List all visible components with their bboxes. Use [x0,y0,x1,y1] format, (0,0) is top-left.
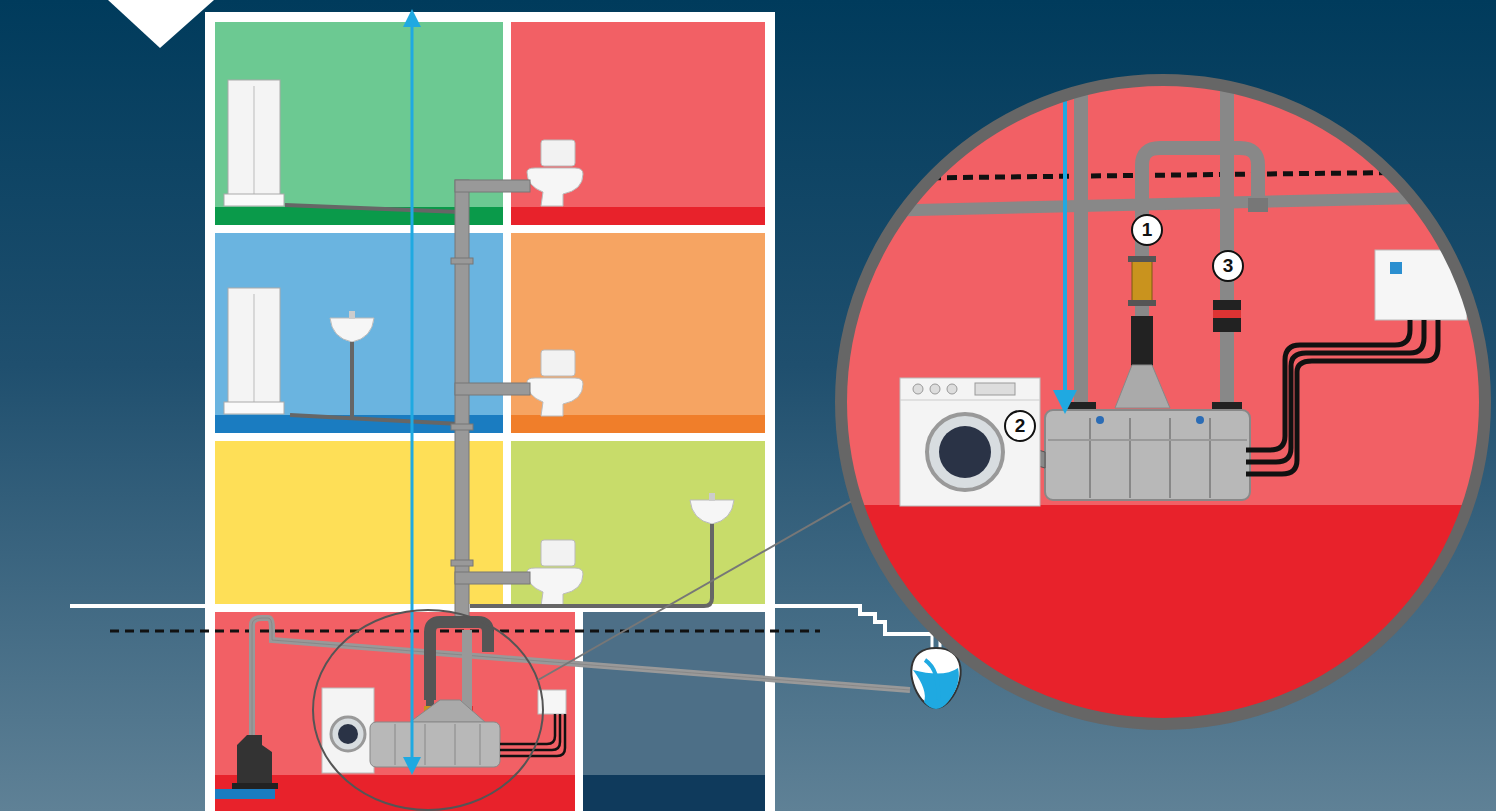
callout-number: 2 [1004,410,1036,442]
callout-text: 1 [1142,219,1153,241]
callout-number: 3 [1212,250,1244,282]
callout-text: 3 [1223,255,1234,277]
callout-number: 1 [1131,214,1163,246]
callout-text: 2 [1015,415,1026,437]
